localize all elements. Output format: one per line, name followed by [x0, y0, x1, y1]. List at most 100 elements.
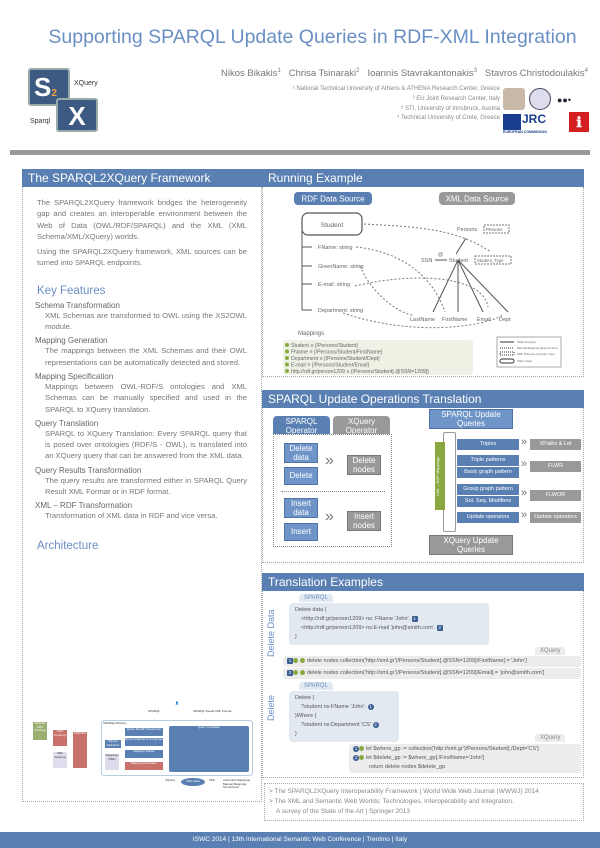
ec-label: EUROPEAN COMMISSION	[503, 130, 547, 134]
svg-text:FirstName: FirstName	[442, 317, 467, 323]
authors: Nikos Bikakis1 Chrisa Tsinaraki2 Ioannis…	[110, 68, 588, 79]
translation-examples-section: Delete Data SPARQL Delete data { <http:/…	[262, 591, 584, 778]
svg-text:LastName: LastName	[410, 317, 435, 323]
affiliations: ¹ National Technical University of Athen…	[200, 85, 500, 124]
xquery-operator-tab: XQuery Operator	[333, 416, 390, 435]
running-example-diagram: RDF Data Source XML Data Source Student …	[283, 192, 562, 375]
section-header-translation-examples: Translation Examples	[262, 573, 584, 591]
row-xquery: Update operators	[530, 512, 581, 523]
framework-endpoints-text: Using the SPARQL2XQuery framework, XML s…	[37, 247, 247, 268]
owl-property: GivenName: string	[318, 264, 364, 270]
svg-text:Email: Email	[477, 317, 491, 323]
mapping-item: http://rdf.gr/person1209 ≡ {/Persons/Stu…	[291, 369, 429, 375]
arrow-icon: »	[325, 452, 334, 469]
row-sparql: Update operators	[457, 512, 519, 523]
arrow-icon: »	[325, 508, 334, 525]
affiliation: ¹ National Technical University of Athen…	[292, 86, 500, 92]
key-features-heading: Key Features	[37, 284, 106, 297]
xml-database-icon: XML Data	[181, 778, 205, 786]
affiliation: ² EU Joint Research Center, Italy	[412, 95, 500, 102]
rdf-source-tab: RDF Data Source	[301, 195, 365, 204]
op-delete: Delete	[284, 467, 318, 485]
mappings-label: Mappings	[298, 331, 324, 337]
ntua-logo	[503, 88, 525, 110]
diagram-legend: OWL Property Manual Mapping (Expert User…	[499, 340, 558, 364]
row-xquery: XPaths & Let	[530, 439, 581, 450]
svg-text:SSN: SSN	[421, 258, 432, 264]
arrow-icon: »	[521, 436, 528, 448]
mapping-item: FName ≡ {/Persons/Student/FirstName}	[291, 350, 383, 356]
sparql-label: SPARQL	[299, 682, 333, 690]
arrow-icon: »	[521, 458, 528, 470]
row-xquery: FLWR	[530, 461, 581, 472]
xquery-update-queries: XQuery Update Queries	[429, 535, 513, 555]
op-insert-nodes: Insert nodes	[347, 511, 381, 531]
affiliation: ³ STI, University of Innsbruck, Austria	[401, 105, 500, 112]
author: Ioannis Stavrakantonakis3	[367, 68, 477, 80]
row-sparql: Triples	[457, 439, 519, 450]
op-insert-data: Insert data	[284, 498, 318, 518]
poster-title: Supporting SPARQL Update Queries in RDF-…	[48, 26, 577, 48]
affiliation: ⁴ Technical University of Crete, Greece	[396, 115, 500, 122]
sparql-code-2: Delete { ?student ns:FName 'John'. 1 }Wh…	[289, 691, 399, 742]
row-xquery: FLWOR	[530, 490, 581, 501]
svg-text:OWL Class: OWL Class	[517, 359, 533, 363]
section-header-running-example: Running Example	[262, 169, 584, 187]
user-icon: 👤	[175, 701, 179, 705]
xml-rdf-mappings-bar: XML – RDF Mappings	[435, 442, 445, 510]
tuc-logo: ℹ	[569, 112, 589, 132]
architecture-heading: Architecture	[37, 539, 99, 552]
row-sparql: Basic graph pattern	[457, 467, 519, 478]
architecture-diagram: 👤 SPARQL SPARQL Result XML Format Existi…	[33, 701, 258, 800]
ims-logo: ●●•	[557, 95, 572, 105]
sparql-operator-tab: SPARQL Operator	[273, 416, 330, 435]
institution-logos: ●●• JRC EUROPEAN COMMISSION ℹ	[503, 88, 589, 136]
framework-intro: The SPARQL2XQuery framework bridges the …	[37, 198, 247, 241]
xml-source-tab: XML Data Source	[446, 195, 509, 204]
sparql-code-1: Delete data { <http://rdf.gr/person1209>…	[289, 603, 489, 645]
arrow-icon: »	[521, 487, 528, 499]
sparql-update-queries: SPARQL Update Queries	[429, 409, 513, 429]
seal-logo	[529, 88, 551, 110]
op-delete-data: Delete data	[284, 443, 318, 463]
xquery-label: XQuery	[535, 647, 566, 655]
label-delete: Delete	[266, 694, 276, 721]
owl-class: Student	[321, 222, 344, 229]
xquery-label: XQuery	[535, 734, 566, 742]
owl-property: E-mail: string	[318, 282, 350, 288]
arrow-icon: »	[521, 509, 528, 521]
sparql-label: SPARQL	[299, 594, 333, 602]
eu-flag-icon	[503, 114, 521, 130]
op-insert: Insert	[284, 523, 318, 541]
footer: ISWC 2014 | 13th International Semantic …	[0, 832, 600, 848]
mapping-item: Department ≡ {/Persons/Student/Dept}	[291, 356, 380, 362]
update-translation-section: SPARQL Operator XQuery Operator Delete d…	[262, 408, 584, 563]
sparql2xquery-logo: S2 X XQuery Sparql	[28, 68, 108, 132]
author: Nikos Bikakis1	[221, 68, 281, 80]
header-divider	[10, 150, 590, 155]
section-header-framework: The SPARQL2XQuery Framework	[22, 169, 262, 187]
row-sparql: Triple patterns	[457, 455, 519, 466]
reference-link[interactable]: > The XML and Semantic Web Worlds: Techn…	[269, 798, 514, 805]
svg-text:Persons: Persons	[457, 227, 477, 233]
section-header-update-translation: SPARQL Update Operations Translation	[262, 390, 584, 408]
owl-property: FName: string	[318, 245, 353, 251]
svg-text:OWL Property: OWL Property	[517, 340, 536, 344]
author: Stavros Christodoulakis4	[484, 68, 588, 80]
reference-link-continued[interactable]: A survey of the State of the Art | Sprin…	[276, 808, 410, 815]
reference-link[interactable]: > The SPARQL2XQuery Interoperability Fra…	[269, 788, 539, 795]
svg-text:XML Schema Complex Type: XML Schema Complex Type	[517, 352, 555, 356]
running-example-section: RDF Data Source XML Data Source Student …	[262, 187, 584, 377]
row-sparql: Group graph pattern	[457, 484, 519, 495]
svg-text:Persons: Persons	[486, 227, 503, 232]
author: Chrisa Tsinaraki2	[288, 68, 360, 80]
jrc-logo: JRC	[522, 112, 547, 126]
